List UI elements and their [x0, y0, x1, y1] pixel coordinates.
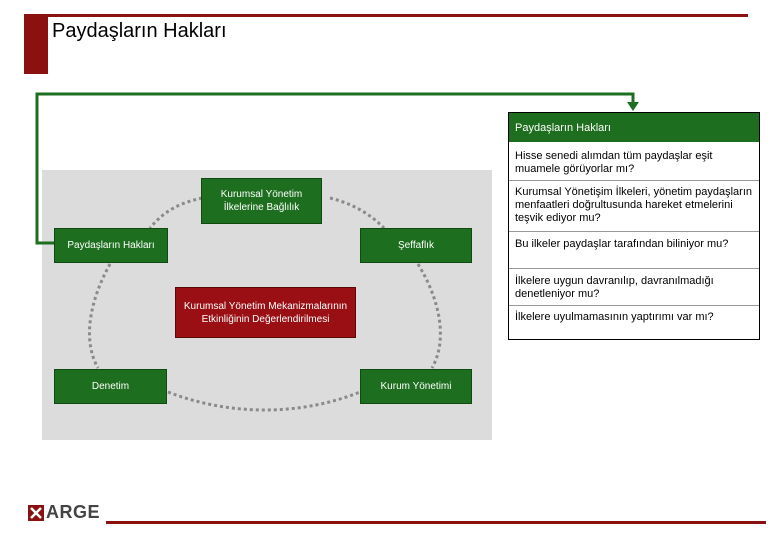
diagram-box-bottom-right: Kurum Yönetimi	[360, 369, 472, 404]
question-divider	[509, 231, 759, 232]
questions-panel	[508, 112, 760, 340]
link-arrow-head	[627, 102, 639, 111]
cycle-left	[87, 263, 112, 369]
question-item: Kurumsal Yönetişim İlkeleri, yönetim pay…	[515, 186, 753, 224]
diagram-box-top: Kurumsal Yönetim İlkelerine Bağlılık	[201, 178, 322, 224]
diagram-box-right: Şeffaflık	[360, 228, 472, 263]
footer-rule	[106, 521, 766, 524]
arge-logo-icon	[28, 505, 44, 521]
question-item: Bu ilkeler paydaşlar tarafından biliniyo…	[515, 238, 729, 250]
question-divider	[509, 305, 759, 306]
title-rule	[48, 14, 748, 17]
panel-header: Paydaşların Hakları	[509, 113, 759, 142]
question-divider	[509, 268, 759, 269]
diagram-box-center: Kurumsal Yönetim Mekanizmalarının Etkinl…	[175, 287, 356, 338]
cycle-right	[416, 263, 442, 369]
title-accent-bar	[24, 14, 48, 74]
page-title: Paydaşların Hakları	[52, 20, 227, 42]
question-divider	[509, 180, 759, 181]
cycle-top-right	[329, 196, 386, 230]
diagram-box-bottom-left: Denetim	[54, 369, 167, 404]
question-item: Hisse senedi alımdan tüm paydaşlar eşit …	[515, 150, 713, 175]
link-connector	[35, 92, 635, 245]
diagram-box-left: Paydaşların Hakları	[54, 228, 168, 263]
question-item: İlkelere uyulmamasının yaptırımı var mı?	[515, 311, 714, 323]
question-item: İlkelere uygun davranılıp, davranılmadığ…	[515, 275, 714, 300]
logo-text: ARGE	[46, 502, 101, 522]
cycle-top-left	[148, 196, 203, 229]
cycle-bottom	[167, 390, 361, 412]
